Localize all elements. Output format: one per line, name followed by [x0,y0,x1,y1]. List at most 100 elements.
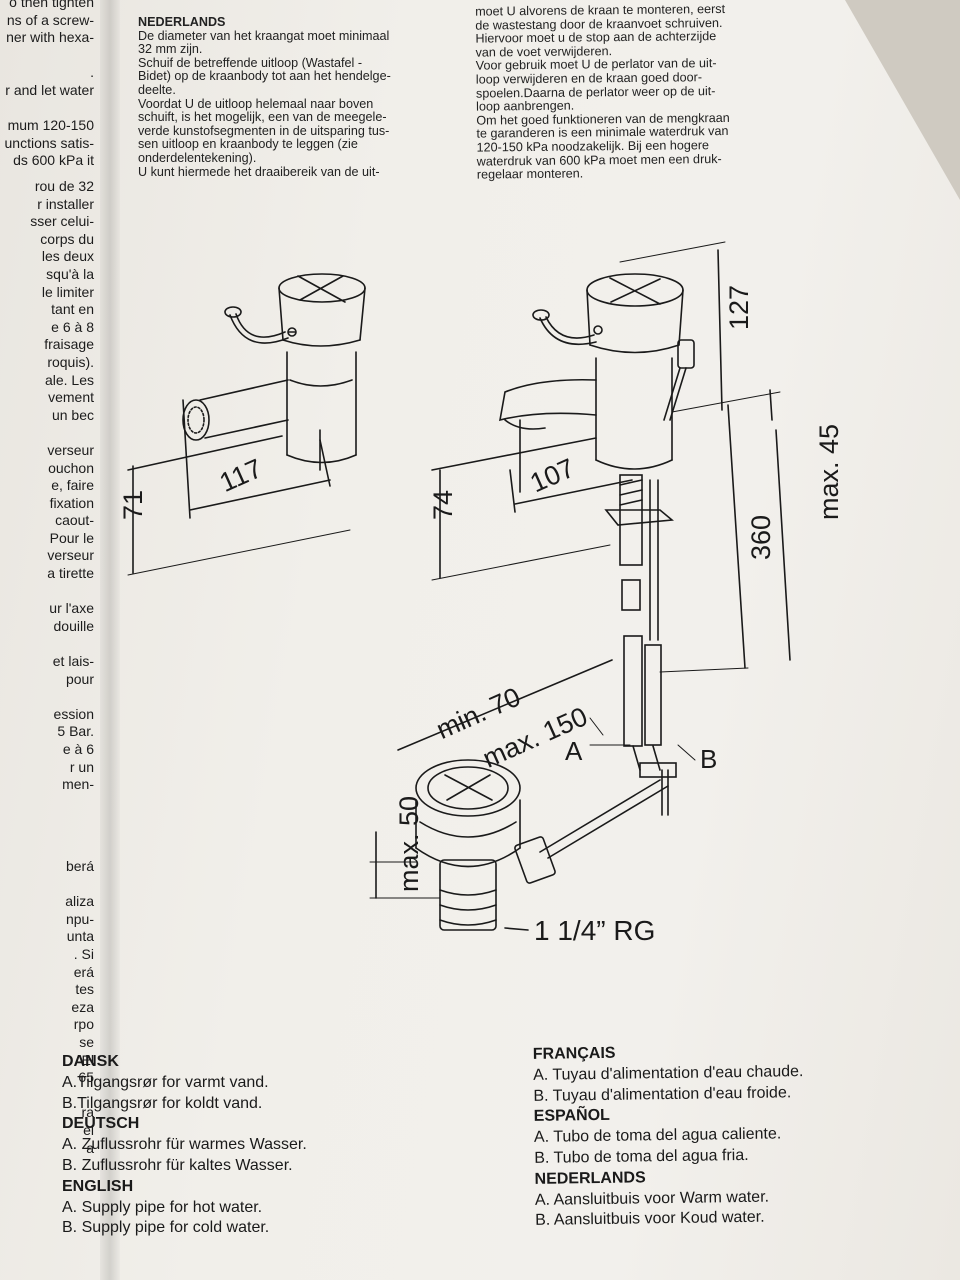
left-column-line: ur l'axe [49,600,94,617]
left-column-line: ession [53,705,94,722]
legend-item-a: A.Tilgangsrør for varmt vand. [62,1073,269,1091]
left-column-line: e, faire [51,477,94,494]
left-column-line: e à 6 [62,741,94,757]
dimension-max-50: max. 50 [394,796,424,892]
label-b: B [700,744,717,774]
dimension-360: 360 [746,515,776,560]
dimension-max-45: max. 45 [814,424,844,520]
left-column-line: rou de 32 [34,178,94,194]
left-column-line: unctions satis- [4,134,94,151]
left-column-line: El [81,1051,94,1068]
left-column-line: un bec [51,406,94,423]
top-middle-line: U kunt hiermede het draaibereik van de u… [138,164,380,179]
legend-item-a: A. Zuflussrohr für warmes Wasser. [62,1136,307,1154]
left-column-line: fixation [49,494,94,511]
thread-size-label: 1 1/4” RG [534,915,655,946]
left-column-line: tes [75,981,94,998]
top-middle-line: Voordat U de uitloop helemaal naar boven [138,96,374,111]
left-column-line: caout- [55,512,94,529]
left-column-line: r and let water [5,81,94,98]
left-column-line: aliza [65,893,94,910]
legend-item-a: A. Supply pipe for hot water. [62,1198,263,1216]
dimension-71: 71 [118,490,148,520]
left-column-line: ns of a screw- [6,11,94,28]
left-column-line: et lais- [52,653,94,670]
left-column-line: 5 Bar. [57,723,94,740]
page-gutter [100,0,120,1280]
dimension-127: 127 [724,285,754,330]
legend-heading: ENGLISH [62,1177,134,1195]
top-middle-line: onderdelentekening). [138,150,257,165]
left-column-line: pour [65,670,94,687]
left-column-line: le limiter [41,283,94,300]
bidet-faucet-drawing [127,273,366,576]
left-column-line: unta [66,928,94,945]
top-middle-text: NEDERLANDS De diameter van het kraangat … [138,15,438,179]
left-column-line: . [90,64,94,81]
left-column-line: verseur [47,547,94,564]
left-column-line: squ'à la [46,265,94,282]
left-column-line: a tirette [47,565,94,582]
left-column-line: ner with hexa- [6,29,94,46]
left-column-line: berá [65,858,94,874]
left-column-line: ale. Les [44,371,94,388]
left-column-line: npu- [65,910,94,927]
left-column-line: les deux [41,248,94,265]
top-middle-line: verde kunstofsegmenten in de uitsparing … [138,123,390,138]
left-column-line: ds 600 kPa it [13,152,94,169]
left-column-line: roquis). [47,353,94,370]
legend-item-b: B. Tuyau d'alimentation d'eau froide. [533,1083,792,1105]
left-column-line: vement [48,389,94,406]
left-column-line: ra [81,1104,94,1121]
legend-left: DANSK A.Tilgangsrør for varmt vand. B.Tilg… [62,1052,307,1239]
left-column-line: eza [71,998,94,1015]
dimension-117: 117 [215,453,267,498]
top-middle-line: Bidet) op de kraanbody tot aan het hende… [138,69,391,84]
top-middle-line: 32 mm zijn. [138,42,203,57]
left-column-line: rpo [73,1016,94,1033]
left-column-line: Pour le [49,529,94,546]
dimension-107: 107 [526,453,579,499]
left-column-line: men- [62,776,94,793]
top-middle-line: Schuif de betreffende uitloop (Wastafel … [138,55,363,70]
left-column-line: erá [73,963,94,980]
legend-item-a: A. Aansluitbuis voor Warm water. [534,1188,770,1209]
left-column-line: corps du [40,230,94,247]
top-middle-line: De diameter van het kraangat moet minima… [138,28,390,43]
label-a: A [565,736,583,766]
legend-item-a: A. Tubo de toma del agua caliente. [533,1125,782,1147]
section-heading-nederlands: NEDERLANDS [138,15,226,29]
legend-item-b: B.Tilgangsrør for koldt vand. [62,1094,263,1112]
top-middle-line: schuift, is het mogelijk, een van de mee… [138,110,387,125]
left-column-line: o then tighten [9,0,94,10]
left-column-line: 65 [78,1069,94,1086]
left-column-line: verseur [47,441,94,458]
left-column-line: r un [69,758,94,775]
left-column-line: sser celui- [30,213,94,230]
left-column-line: e 6 à 8 [51,318,94,335]
left-column-line: el [83,1121,94,1138]
left-column-line: ouchon [48,459,94,476]
left-column-line: r installer [37,195,94,212]
top-middle-line: deelte. [138,82,176,97]
legend-item-b: B. Supply pipe for cold water. [62,1219,270,1237]
left-column-line: fraisage [44,336,94,353]
left-column-line: douille [53,617,94,634]
legend-item-b: B. Aansluitbuis voor Koud water. [535,1209,765,1230]
basin-faucet-drawing [369,241,791,931]
left-column-line: . Si [73,945,94,962]
dimension-74: 74 [428,490,458,520]
top-middle-line: sen uitloop en kraanbody te leggen (zie [138,137,358,152]
legend-heading: DEUTSCH [62,1115,140,1133]
left-column-line: tant en [51,301,94,318]
legend-heading: DANSK [62,1053,119,1070]
left-column-line: a [86,1139,94,1156]
left-column-line: se [79,1033,94,1050]
left-column-line: mum 120-150 [7,117,94,134]
